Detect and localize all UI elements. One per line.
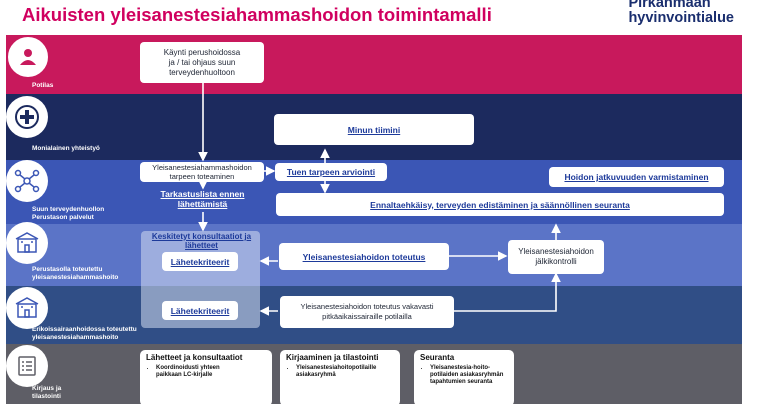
card-seuranta-title: Seuranta: [420, 353, 455, 362]
card-lahetteet-list: Koordinoidusti yhteen paikkaan LC-kirjal…: [156, 365, 266, 379]
lane-label-erik-l2: yleisanestesiahammashoito: [32, 333, 119, 341]
card-seuranta-item: Yleisanestesia-hoito- potilaiden asiakas…: [430, 365, 508, 386]
hoidon-jatkuvuus-box[interactable]: Hoidon jatkuvuuden varmistaminen: [549, 167, 724, 187]
lahetekriteerit-box-2[interactable]: Lähetekriteerit: [162, 301, 238, 320]
card-lahetteet-item-l2: paikkaan LC-kirjalle: [156, 372, 213, 378]
lane-label-suun: Suun terveydenhuollon Perustason palvelu…: [32, 206, 104, 221]
checklist-icon: [6, 345, 48, 387]
card-kirjaaminen-list: Yleisanestesiahoitopotilaille asiakasryh…: [296, 365, 394, 379]
hospital-icon: [6, 222, 48, 264]
lane-label-erik: Erikoissairaanhoidossa toteutettu yleisa…: [32, 326, 137, 341]
card-lahetteet-title: Lähetteet ja konsultaatiot: [146, 353, 243, 362]
toteutus-link[interactable]: Yleisanestesiahoidon toteutus: [302, 251, 426, 262]
tuen-tarpeen-box[interactable]: Tuen tarpeen arviointi: [275, 163, 387, 181]
kaynti-line3: terveydenhuoltoon: [169, 67, 235, 77]
plus-icon: [6, 96, 48, 138]
lane-label-perus-l2: yleisanestesiahammashoito: [32, 273, 119, 281]
card-kirjaaminen-item-l2: asiakasryhmä: [296, 372, 336, 378]
card-lahetteet: Lähetteet ja konsultaatiot Koordinoidust…: [140, 350, 272, 406]
vakava-line2: pitkäaikaissairaille potilailla: [322, 312, 412, 321]
page-title: Aikuisten yleisanestesiahammashoidon toi…: [22, 4, 492, 25]
network-icon: [6, 160, 48, 202]
card-lahetteet-item-l1: Koordinoidusti yhteen: [156, 365, 220, 371]
jalki-line1: Yleisanestesiahoidon: [518, 247, 594, 256]
kaynti-perushoidossa-box: Käynti perushoidossa ja / tai ohjaus suu…: [140, 42, 264, 83]
person-icon: [6, 35, 50, 79]
lane-label-erik-l1: Erikoissairaanhoidossa toteutettu: [32, 326, 137, 333]
ennaltaehkaisy-link[interactable]: Ennaltaehkäisy, terveyden edistäminen ja…: [370, 199, 630, 210]
lane-label-suun-l2: Perustason palvelut: [32, 213, 94, 221]
lane-label-kirjaus: Kirjaus ja tilastointi: [32, 385, 61, 400]
lane-label-kirjaus-l1: Kirjaus ja: [32, 385, 62, 392]
hospital-icon: [6, 287, 48, 329]
tark-line2[interactable]: lähettämistä: [177, 199, 228, 209]
card-seuranta-item-l3: tapahtumien seuranta: [430, 379, 493, 385]
yleis-line1: Yleisanestesiahammashoidon: [152, 163, 252, 172]
jalkikontrolli-box: Yleisanestesiahoidon jälkikontrolli: [508, 240, 604, 274]
card-kirjaaminen-item-l1: Yleisanestesiahoitopotilaille: [296, 365, 377, 371]
lane-label-perus: Perustasolla toteutettu yleisanestesiaha…: [32, 266, 118, 281]
yleis-line2: tarpeen toteaminen: [169, 172, 235, 181]
tarkastuslista-link[interactable]: Tarkastuslista ennen lähettämistä: [145, 189, 260, 209]
minun-tiimini-link[interactable]: Minun tiimini: [347, 124, 401, 135]
vakava-toteutus-box: Yleisanestesiahoidon toteutus vakavasti …: [280, 296, 454, 328]
brand-line2: hyvinvointialue: [628, 10, 734, 26]
lahetekriteerit-link-2[interactable]: Lähetekriteerit: [170, 305, 230, 316]
kesk-line2[interactable]: lähetteet: [185, 241, 218, 250]
lane-label-potilas: Potilas: [32, 82, 54, 89]
brand-logo: Pirkanmaan hyvinvointialue: [628, 0, 734, 26]
kesk-line1[interactable]: Keskitetyt konsultaatiot ja: [151, 232, 252, 241]
lane-label-kirjaus-l2: tilastointi: [32, 392, 61, 400]
lahetekriteerit-box-1[interactable]: Lähetekriteerit: [162, 252, 238, 271]
yleisanestesia-tarve-box: Yleisanestesiahammashoidon tarpeen totea…: [140, 162, 264, 182]
lane-label-suun-l1: Suun terveydenhuollon: [32, 206, 105, 213]
ennaltaehkaisy-box[interactable]: Ennaltaehkäisy, terveyden edistäminen ja…: [276, 193, 724, 216]
card-seuranta-item-l2: potilaiden asiakasryhmän: [430, 372, 504, 378]
card-seuranta: Seuranta Yleisanestesia-hoito- potilaide…: [414, 350, 514, 406]
card-kirjaaminen-item: Yleisanestesiahoitopotilaille asiakasryh…: [296, 365, 394, 379]
card-seuranta-item-l1: Yleisanestesia-hoito-: [430, 365, 491, 371]
card-lahetteet-item: Koordinoidusti yhteen paikkaan LC-kirjal…: [156, 365, 266, 379]
tark-line1[interactable]: Tarkastuslista ennen: [160, 189, 245, 199]
minun-tiimini-box[interactable]: Minun tiimini: [274, 114, 474, 145]
card-kirjaaminen-title: Kirjaaminen ja tilastointi: [286, 353, 379, 362]
hoidon-jatkuvuus-link[interactable]: Hoidon jatkuvuuden varmistaminen: [564, 172, 709, 182]
lane-potilas: [6, 35, 742, 94]
vakava-line1: Yleisanestesiahoidon toteutus vakavasti: [300, 302, 434, 311]
toteutus-box[interactable]: Yleisanestesiahoidon toteutus: [279, 243, 449, 270]
kaynti-line1: Käynti perushoidossa: [163, 47, 241, 57]
card-kirjaaminen: Kirjaaminen ja tilastointi Yleisanestesi…: [280, 350, 400, 406]
lane-label-perus-l1: Perustasolla toteutettu: [32, 266, 103, 273]
keskitetyt-link[interactable]: Keskitetyt konsultaatiot ja lähetteet: [144, 232, 259, 250]
lahetekriteerit-link-1[interactable]: Lähetekriteerit: [170, 256, 230, 267]
card-seuranta-list: Yleisanestesia-hoito- potilaiden asiakas…: [430, 365, 508, 386]
lane-label-monialainen: Monialainen yhteistyö: [32, 145, 100, 152]
kaynti-line2: ja / tai ohjaus suun: [168, 57, 236, 67]
jalki-line2: jälkikontrolli: [535, 257, 577, 266]
brand-line1: Pirkanmaan: [628, 0, 711, 11]
tuen-tarpeen-link[interactable]: Tuen tarpeen arviointi: [286, 167, 376, 177]
